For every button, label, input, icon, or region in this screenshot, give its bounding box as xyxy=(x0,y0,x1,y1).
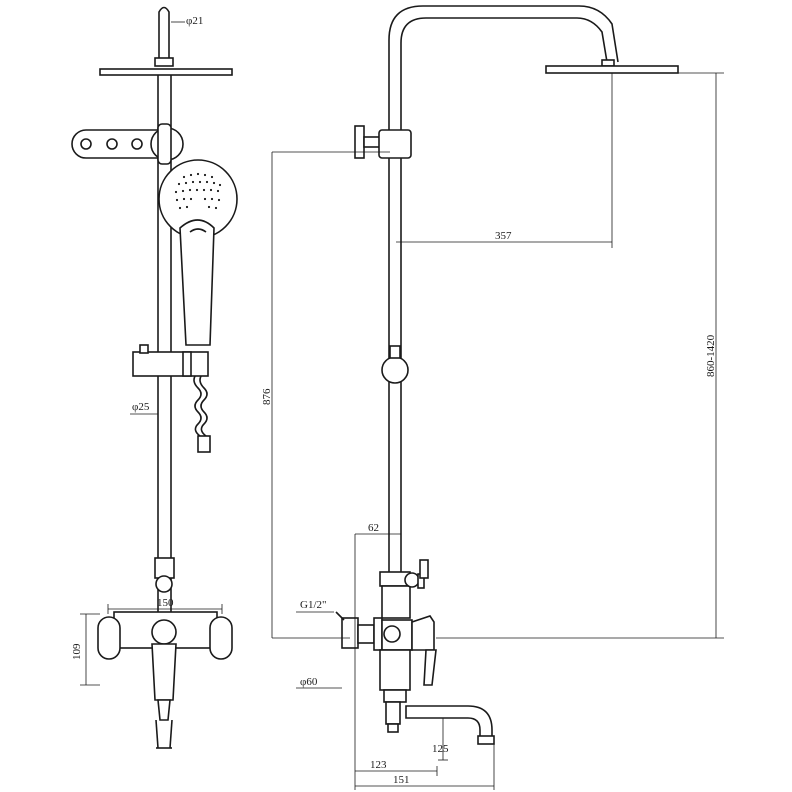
hand-shower xyxy=(158,159,238,346)
riser-tube xyxy=(157,75,172,612)
dim-mixer-centers: 150 xyxy=(107,597,223,614)
dim-arm-reach: 357 xyxy=(396,73,613,248)
riser-connector xyxy=(154,557,175,593)
top-bracket xyxy=(354,125,412,159)
front-view: φ21 φ25 150 109 xyxy=(71,6,238,749)
diverter-panel xyxy=(71,123,184,165)
side-view: 357 860-1420 876 62 G1/2" xyxy=(261,5,724,790)
diverter-button-icon xyxy=(80,138,92,150)
gooseneck-arm xyxy=(388,5,619,130)
dim-total-depth: 151 xyxy=(355,744,495,790)
dim-label-d60: φ60 xyxy=(300,676,318,688)
dim-height-range: 860-1420 xyxy=(436,72,724,639)
dim-mixer-height: 109 xyxy=(71,613,100,686)
dim-top-pipe-diameter: φ21 xyxy=(171,15,203,27)
dim-label-h109: 109 xyxy=(71,643,83,660)
overhead-head-side xyxy=(545,59,679,74)
dim-thread: G1/2" xyxy=(296,599,334,613)
dim-label-w150: 150 xyxy=(157,597,174,609)
top-inlet-pipe xyxy=(154,6,174,67)
dim-escutcheon: φ60 xyxy=(296,676,342,689)
diverter-button-icon xyxy=(106,138,118,150)
overhead-shower-plate xyxy=(99,68,233,76)
dim-label-h860-1420: 860-1420 xyxy=(705,334,717,377)
height-adjuster xyxy=(381,345,409,384)
riser-tube-side xyxy=(388,130,402,572)
dim-riser-height: 876 xyxy=(261,151,390,639)
dim-label-w123: 123 xyxy=(370,759,387,771)
dim-label-w357: 357 xyxy=(495,230,512,242)
dim-riser-diameter: φ25 xyxy=(130,401,158,415)
dim-label-w125: 125 xyxy=(432,743,449,755)
dim-label-w151: 151 xyxy=(393,774,410,786)
shower-hose xyxy=(193,375,211,453)
dim-spout-height: 125 xyxy=(432,718,449,761)
dim-label-g12: G1/2" xyxy=(300,599,327,611)
dim-spout-reach: 123 xyxy=(355,759,438,776)
dim-label-h876: 876 xyxy=(261,388,273,405)
lower-connector-side xyxy=(379,559,429,619)
dim-wall-offset: 62 xyxy=(354,522,401,790)
mixer-body-side xyxy=(335,611,495,745)
mixer-body-front xyxy=(97,611,233,749)
dim-label-w62: 62 xyxy=(368,522,379,534)
slide-holder xyxy=(132,344,209,377)
dim-label-d21: φ21 xyxy=(186,15,203,27)
dim-label-d25: φ25 xyxy=(132,401,150,413)
spray-nozzles xyxy=(174,172,222,210)
diverter-button-icon xyxy=(131,138,143,150)
